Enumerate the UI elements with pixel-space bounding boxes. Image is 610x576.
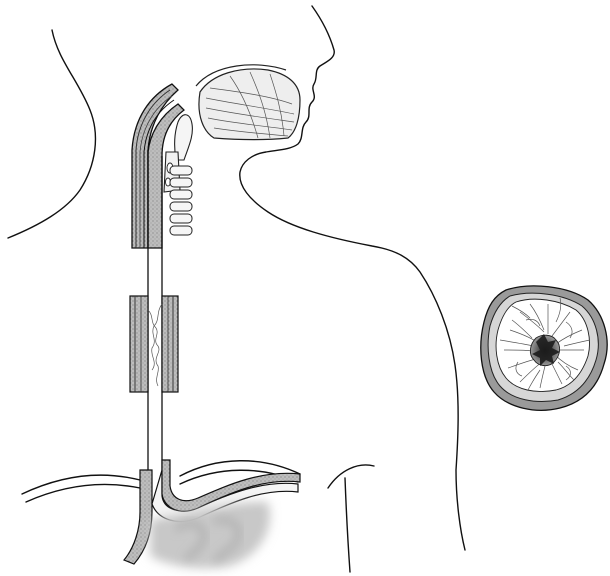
tongue (196, 65, 300, 140)
back-neck-outline (8, 30, 95, 238)
arm-inner-outline (345, 478, 350, 572)
arm-outline (328, 465, 374, 488)
esophagus-cross-section (481, 286, 607, 410)
